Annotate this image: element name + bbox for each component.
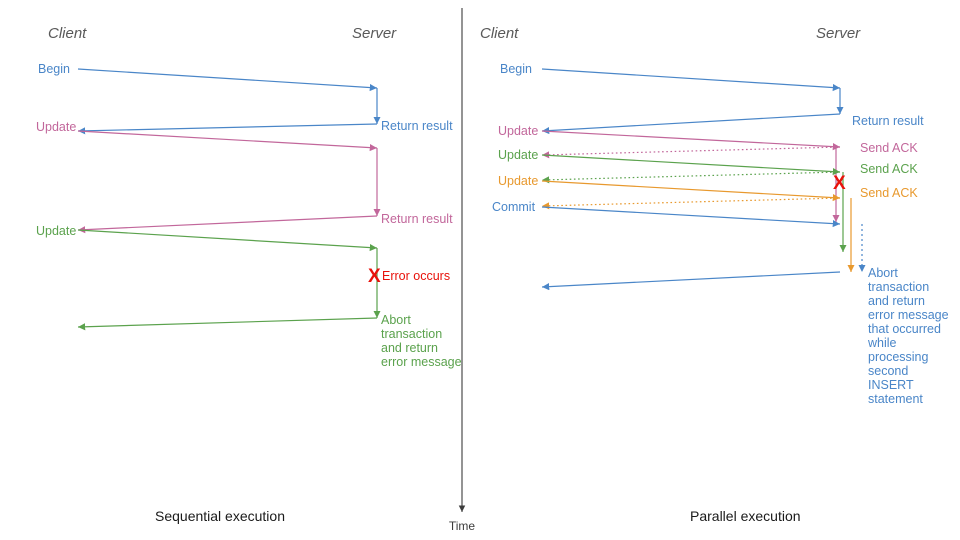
panel-caption: Sequential execution xyxy=(155,508,285,524)
server-block-label-line: processing xyxy=(868,350,928,364)
server-block-label-line: Abort xyxy=(381,313,411,327)
message-arrow-layer xyxy=(77,68,866,331)
lane-header: Server xyxy=(816,25,861,42)
message-arrow xyxy=(541,197,841,210)
server-message-label: Send ACK xyxy=(860,141,918,155)
message-arrow xyxy=(541,146,841,159)
error-x-icon: X xyxy=(368,266,381,287)
server-message-label: Return result xyxy=(852,114,924,128)
client-message-label: Update xyxy=(498,148,538,162)
message-arrow xyxy=(77,68,378,92)
server-message-label: Send ACK xyxy=(860,186,918,200)
client-message-label: Begin xyxy=(500,62,532,76)
message-arrow xyxy=(77,317,378,331)
panel-caption: Parallel execution xyxy=(690,508,801,524)
server-block-label-line: Abort xyxy=(868,266,898,280)
message-arrow xyxy=(541,68,841,92)
server-message-label: Return result xyxy=(381,212,453,226)
message-arrow xyxy=(541,154,841,176)
error-label: Error occurs xyxy=(382,269,450,283)
message-arrow xyxy=(541,271,841,291)
client-message-label: Update xyxy=(36,120,76,134)
server-block-label-line: second xyxy=(868,364,908,378)
server-block-label-line: INSERT xyxy=(868,378,914,392)
server-block-label-line: statement xyxy=(868,392,923,406)
message-arrow xyxy=(541,180,841,202)
client-message-label: Update xyxy=(36,224,76,238)
lane-header: Client xyxy=(480,25,519,42)
server-message-label: Send ACK xyxy=(860,162,918,176)
server-block-label-line: transaction xyxy=(868,280,929,294)
time-axis-label: Time xyxy=(449,519,476,533)
message-arrow xyxy=(541,113,841,135)
message-arrow xyxy=(77,215,378,234)
server-block-label-line: error message xyxy=(868,308,949,322)
error-x-icon: X xyxy=(833,173,846,194)
server-block-label-line: error message xyxy=(381,355,462,369)
server-block-label-line: while xyxy=(867,336,897,350)
server-message-label: Return result xyxy=(381,119,453,133)
server-block-label-line: and return xyxy=(381,341,438,355)
message-arrow xyxy=(541,130,841,151)
message-arrow xyxy=(541,171,841,184)
client-message-label: Begin xyxy=(38,62,70,76)
message-arrow xyxy=(77,229,378,252)
lane-header: Server xyxy=(352,25,397,42)
message-arrow xyxy=(77,123,378,135)
server-block-label-line: and return xyxy=(868,294,925,308)
client-message-label: Commit xyxy=(492,200,536,214)
message-arrow xyxy=(541,206,841,228)
client-message-label: Update xyxy=(498,124,538,138)
client-message-label: Update xyxy=(498,174,538,188)
message-arrow xyxy=(77,130,378,152)
lane-header: Client xyxy=(48,25,87,42)
server-block-label-line: transaction xyxy=(381,327,442,341)
server-block-label-line: that occurred xyxy=(868,322,941,336)
